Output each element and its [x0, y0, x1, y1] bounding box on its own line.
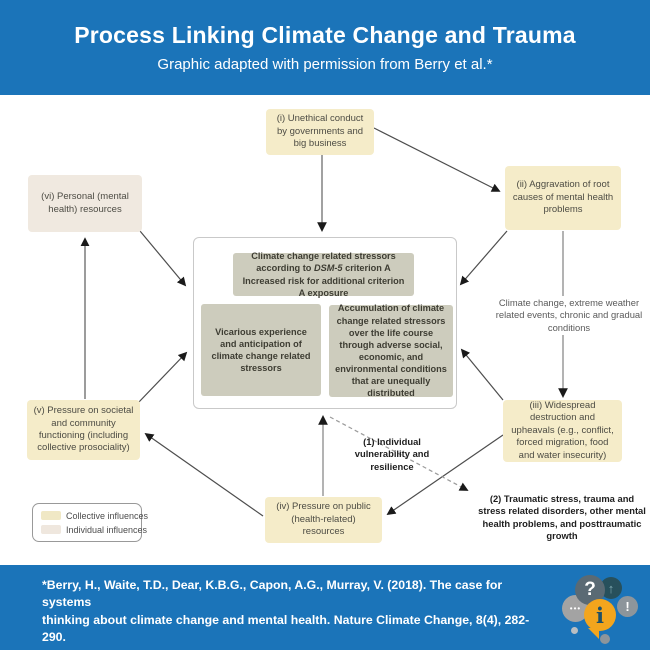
small-dot-icon: [600, 634, 610, 644]
citation-line-3: doi: 10.1038/s41558-018-0102-4: [42, 647, 547, 650]
criterion-a-pre: Climate change related stressors accordi…: [251, 251, 396, 274]
legend-row-individual: Individual influences: [41, 525, 147, 535]
criterion-a-text: Climate change related stressors accordi…: [239, 250, 408, 299]
box-criterion-a-stressors: Climate change related stressors accordi…: [233, 250, 414, 299]
box-v-pressure-societal: (v) Pressure on societal and community f…: [27, 400, 140, 460]
arrow-iii-to-iv: [386, 434, 504, 516]
legend-individual-label: Individual influences: [66, 524, 148, 535]
legend-collective-label: Collective influences: [66, 510, 149, 521]
arrow-dashed-center-to-n2: [329, 416, 469, 491]
diagram-area: (i) Unethical conduct by governments and…: [0, 95, 650, 565]
arrow-iii-to-center: [460, 348, 504, 401]
header: Process Linking Climate Change and Traum…: [0, 0, 650, 95]
info-bubble-icon: i: [584, 599, 616, 631]
info-bubbles-graphic: ? ↑ ••• ! i: [555, 568, 650, 650]
page-subtitle: Graphic adapted with permission from Ber…: [157, 56, 493, 73]
box-i-unethical-conduct: (i) Unethical conduct by governments and…: [266, 109, 374, 155]
arrow-ii-to-center: [459, 230, 508, 286]
citation-line-2: thinking about climate change and mental…: [42, 612, 530, 645]
exclamation-bubble-icon: !: [617, 596, 638, 617]
note-climate-conditions: Climate change, extreme weather related …: [494, 296, 644, 336]
collective-swatch-icon: [41, 511, 61, 520]
info-bubble-tail: [588, 628, 599, 639]
box-ii-aggravation-root-causes: (ii) Aggravation of root causes of menta…: [505, 166, 621, 230]
box-vi-personal-resources: (vi) Personal (mental health) resources: [28, 175, 142, 232]
stressor-container: Climate change related stressors accordi…: [193, 237, 457, 409]
page-title: Process Linking Climate Change and Traum…: [74, 22, 576, 48]
arrow-v-to-center: [137, 351, 188, 404]
box-iv-pressure-public: (iv) Pressure on public (health-related)…: [265, 497, 382, 543]
arrow-vi-to-center: [139, 230, 187, 287]
legend: Collective influences Individual influen…: [32, 503, 148, 542]
note-1-individual-vulnerability: (1) Individual vulnerability and resilie…: [354, 436, 430, 472]
box-accumulation-stressors: Accumulation of climate change related s…: [329, 303, 453, 398]
footer: *Berry, H., Waite, T.D., Dear, K.B.G., C…: [0, 565, 650, 650]
box-iii-widespread-destruction: (iii) Widespread destruction and upheava…: [503, 400, 622, 462]
criterion-a-dsm5: DSM-5: [313, 263, 343, 274]
arrow-up-bubble-icon: ↑: [600, 577, 622, 599]
individual-swatch-icon: [41, 525, 61, 534]
arrow-i-to-ii: [373, 127, 501, 192]
legend-row-collective: Collective influences: [41, 511, 148, 521]
criterion-a-post: criterion A Increased risk for additiona…: [242, 263, 405, 298]
citation-line-1: *Berry, H., Waite, T.D., Dear, K.B.G., C…: [42, 578, 503, 610]
citation: *Berry, H., Waite, T.D., Dear, K.B.G., C…: [42, 577, 547, 650]
small-dot-icon: [571, 627, 578, 634]
note-2-traumatic-stress: (2) Traumatic stress, trauma and stress …: [478, 493, 646, 542]
box-vicarious-experience: Vicarious experience and anticipation of…: [201, 304, 321, 396]
arrow-iv-to-v: [144, 432, 264, 517]
arrows-layer: [80, 127, 568, 517]
